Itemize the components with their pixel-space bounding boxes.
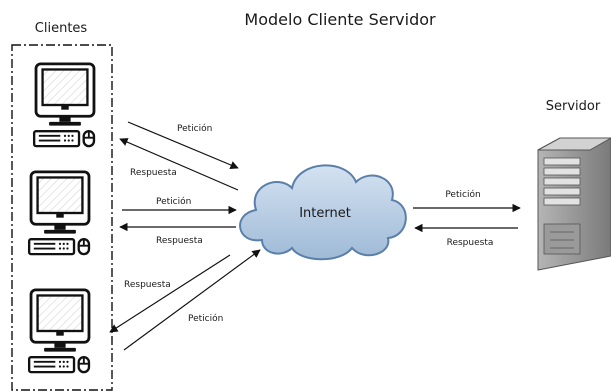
client3-response-arrow — [109, 254, 231, 333]
client1-request-arrow — [127, 121, 239, 169]
desktop-computer-icon — [27, 170, 91, 256]
client1-response-label: Respuesta — [130, 168, 177, 178]
server-response-label: Respuesta — [447, 238, 494, 248]
internet-label: Internet — [299, 206, 351, 221]
clients-group-frame — [11, 44, 113, 391]
server-label: Servidor — [546, 99, 601, 114]
client3-response-label: Respuesta — [124, 280, 171, 290]
desktop-computer-icon — [27, 288, 91, 374]
cloud-icon — [239, 164, 407, 261]
server-request-label: Petición — [445, 189, 480, 200]
client2-response-label: Respuesta — [156, 236, 203, 246]
diagram-title: Modelo Cliente Servidor — [244, 10, 436, 29]
client1-response-arrow — [119, 138, 239, 191]
desktop-computer-icon — [32, 62, 96, 148]
client2-request-label: Petición — [156, 196, 191, 207]
client1-request-label: Petición — [177, 123, 212, 134]
client3-request-label: Petición — [188, 313, 223, 324]
clients-label: Clientes — [35, 21, 88, 36]
client3-request-arrow — [123, 249, 261, 351]
server-tower-icon — [537, 137, 611, 271]
